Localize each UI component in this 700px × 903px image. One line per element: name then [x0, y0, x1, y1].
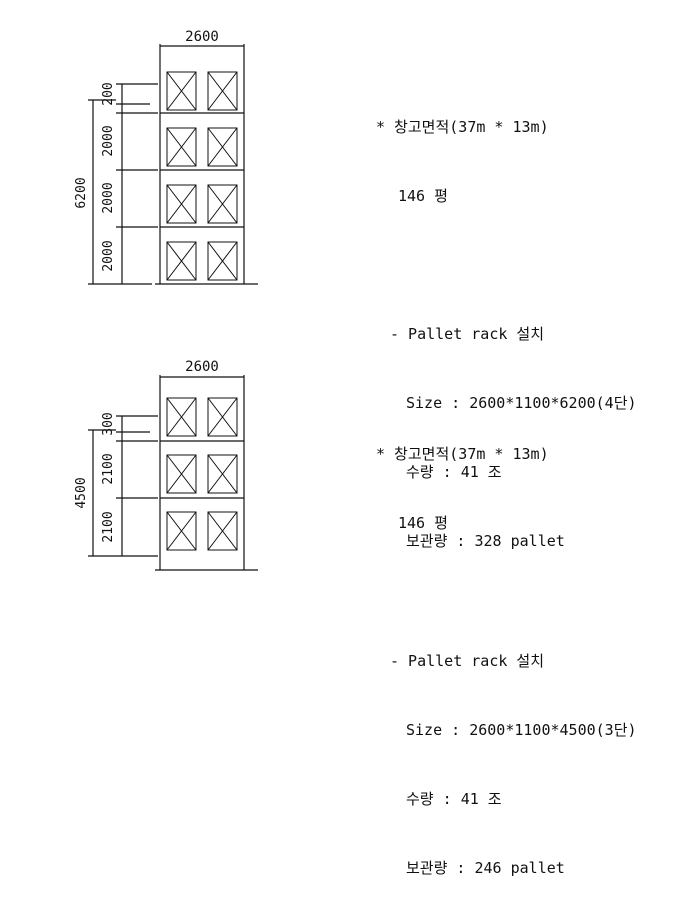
rack-elevation-2: 2600 300 2100 2100 4500	[74, 359, 258, 571]
size-line: Size : 2600*1100*4500(3단)	[406, 721, 637, 739]
pallet-icon	[207, 184, 238, 224]
level-height-label: 2000	[101, 125, 116, 156]
rack-elevation-1: 2600 200 2000 2000 2000 6200	[74, 29, 258, 285]
rack-note-1: * 창고면적(37m * 13m) 146 평 - Pallet rack 설치…	[376, 70, 637, 576]
warehouse-area-line: * 창고면적(37m * 13m)	[376, 445, 549, 463]
pallet-icon	[207, 454, 238, 494]
pallet-grid	[166, 71, 238, 281]
pallet-icon	[166, 71, 197, 111]
pallet-icon	[166, 397, 197, 437]
pallet-icon	[207, 71, 238, 111]
rack-note-2: * 창고면적(37m * 13m) 146 평 - Pallet rack 설치…	[376, 397, 637, 903]
pallet-grid	[166, 397, 238, 551]
install-line: - Pallet rack 설치	[390, 325, 545, 343]
pallet-icon	[166, 511, 197, 551]
width-label: 2600	[185, 359, 219, 375]
pyeong-line: 146 평	[398, 514, 448, 532]
quantity-line: 수량 : 41 조	[406, 463, 502, 481]
total-height-label: 4500	[74, 477, 89, 508]
install-line: - Pallet rack 설치	[390, 652, 545, 670]
level-height-label: 300	[101, 412, 116, 435]
level-height-label: 200	[101, 82, 116, 105]
width-label: 2600	[185, 29, 219, 45]
pyeong-line: 146 평	[398, 187, 448, 205]
level-height-label: 2100	[101, 511, 116, 542]
storage-line: 보관량 : 328 pallet	[406, 532, 565, 550]
level-height-label: 2000	[101, 182, 116, 213]
quantity-line: 수량 : 41 조	[406, 790, 502, 808]
level-height-label: 2000	[101, 240, 116, 271]
level-height-label: 2100	[101, 453, 116, 484]
size-line: Size : 2600*1100*6200(4단)	[406, 394, 637, 412]
pallet-icon	[207, 511, 238, 551]
storage-line: 보관량 : 246 pallet	[406, 859, 565, 877]
pallet-icon	[207, 241, 238, 281]
pallet-icon	[166, 241, 197, 281]
pallet-icon	[207, 397, 238, 437]
pallet-icon	[166, 454, 197, 494]
pallet-icon	[166, 184, 197, 224]
pallet-icon	[207, 127, 238, 167]
warehouse-area-line: * 창고면적(37m * 13m)	[376, 118, 549, 136]
pallet-icon	[166, 127, 197, 167]
total-height-label: 6200	[74, 177, 89, 208]
